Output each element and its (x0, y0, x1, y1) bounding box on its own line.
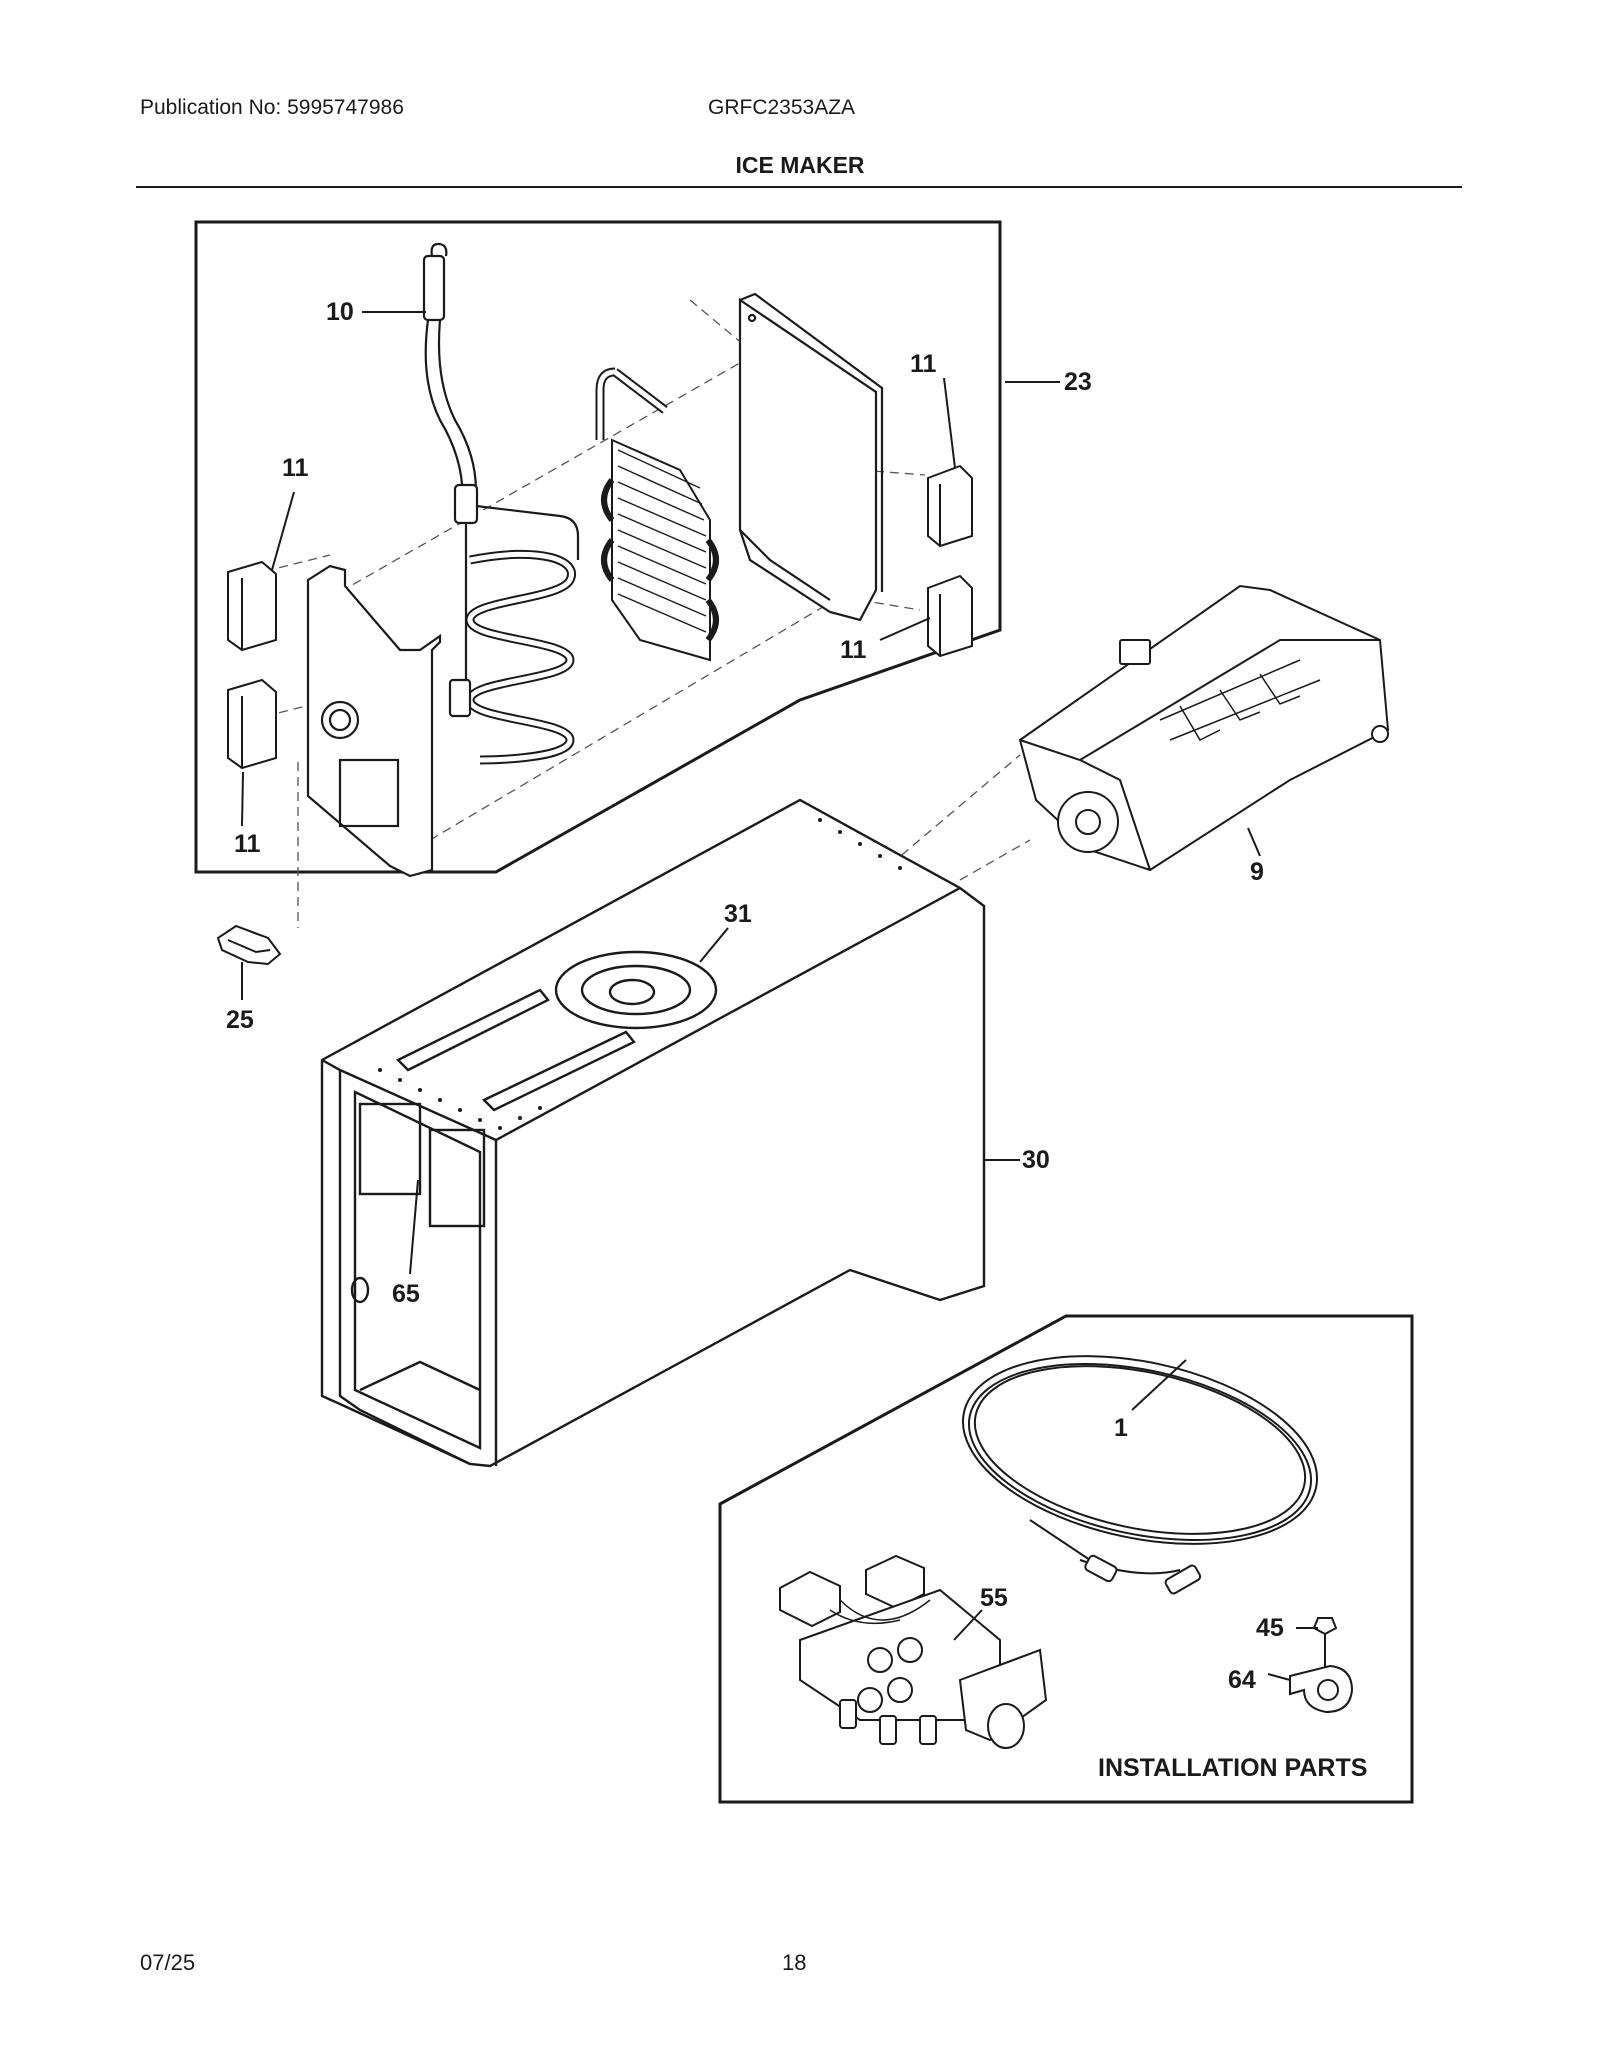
evaporator-assembly-box (194, 220, 1002, 874)
installation-parts-box (718, 1314, 1414, 1804)
model-number: GRFC2353AZA (708, 96, 856, 119)
callout-11-left-bottom: 11 (234, 830, 261, 858)
callout-25: 25 (226, 1006, 254, 1034)
part-64-clamp (1289, 1664, 1354, 1714)
part-55-water-valve (779, 1554, 1048, 1749)
part-45-screw (1312, 1617, 1338, 1668)
page-number: 18 (782, 1950, 807, 1975)
callout-11-right-top: 11 (910, 350, 937, 378)
installation-parts-label: INSTALLATION PARTS (1098, 1754, 1367, 1782)
callout-11-left-top: 11 (282, 454, 309, 482)
callout-10: 10 (326, 298, 354, 326)
callout-9: 9 (1250, 858, 1264, 886)
callout-64: 64 (1228, 1666, 1256, 1694)
part-25-clip (216, 924, 282, 966)
callout-30: 30 (1022, 1146, 1050, 1174)
callout-23: 23 (1064, 368, 1092, 396)
callout-55: 55 (980, 1584, 1008, 1612)
part-30-ice-bin (320, 798, 986, 1468)
header-rule (136, 186, 1462, 188)
page-title: ICE MAKER (735, 152, 865, 178)
footer-date: 07/25 (140, 1950, 196, 1975)
callout-65: 65 (392, 1280, 420, 1308)
part-11-insulation-pads (227, 464, 973, 770)
evaporator-back-panel (306, 564, 442, 878)
fin-coil-assembly (595, 367, 719, 662)
callout-11-right-bottom: 11 (840, 636, 867, 664)
evaporator-cover (738, 292, 884, 622)
part-9-ice-maker-unit (1018, 584, 1390, 872)
part-1-water-tubing (961, 1355, 1319, 1595)
callout-leaders (241, 311, 1318, 1681)
callout-31: 31 (724, 900, 752, 928)
callout-1: 1 (1114, 1414, 1128, 1442)
part-10-tube-assembly (422, 242, 580, 765)
callout-45: 45 (1256, 1614, 1284, 1642)
publication-number: Publication No: 5995747986 (140, 96, 404, 119)
